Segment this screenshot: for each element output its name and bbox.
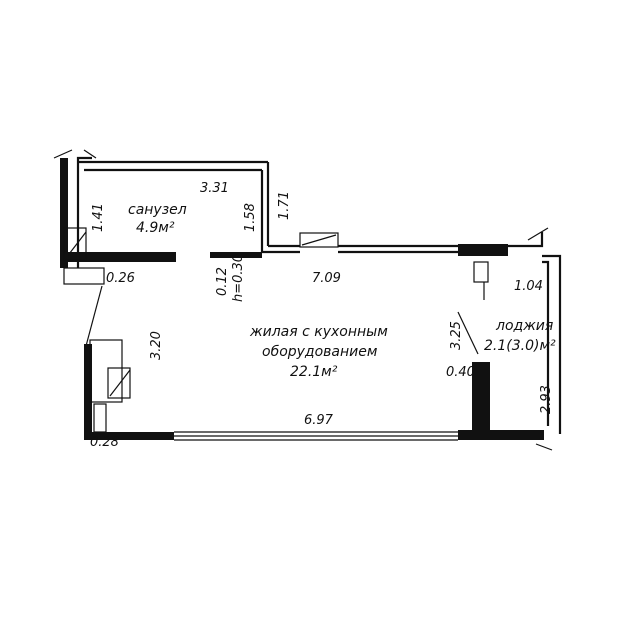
dim-1-58: 1.58: [243, 203, 258, 232]
dim-7-09: 7.09: [312, 271, 341, 286]
wall-left-upper-outer: [60, 158, 68, 268]
bathroom-name: санузел: [128, 202, 187, 218]
wall-bathroom-right: [260, 162, 270, 252]
dim-1-71: 1.71: [277, 191, 292, 220]
partition-stub: [210, 252, 262, 258]
living-name-line2: оборудованием: [262, 344, 378, 360]
wall-top-right-tick: [527, 227, 549, 241]
ventilation-shaft: [93, 403, 107, 433]
wall-left-upper: [76, 156, 92, 268]
room-labels: санузел 4.9м² жилая с кухонным оборудова…: [128, 202, 556, 380]
dim-3-25: 3.25: [449, 321, 464, 350]
wall-top-bathroom: [78, 160, 268, 172]
bath-fixture: [63, 227, 87, 261]
dim-0-40: 0.40: [446, 365, 475, 380]
wall-bottom-left-block: [84, 432, 174, 440]
bath-fixture-diag: [65, 231, 87, 259]
ventilation-diag: [109, 369, 131, 397]
dim-3-20: 3.20: [149, 331, 164, 360]
window-top-diag: [301, 234, 337, 246]
living-area: 22.1м²: [290, 364, 338, 380]
window-bottom: [174, 431, 458, 441]
living-name-line1: жилая с кухонным: [249, 324, 388, 340]
dim-1-04: 1.04: [514, 279, 543, 294]
dim-3-31: 3.31: [200, 181, 229, 196]
dim-0-12: 0.12: [215, 267, 230, 296]
wall-bottom-right-block: [458, 430, 544, 440]
loggia-name: лоджия: [495, 318, 553, 334]
loggia-door-frame: [473, 261, 489, 283]
wall-left-lower-top: [63, 267, 105, 285]
walls: [53, 149, 562, 451]
loggia-wall-right: [542, 254, 562, 434]
window-top: [299, 232, 339, 248]
bathroom-area: 4.9м²: [136, 220, 175, 236]
dimension-labels: 3.31 1.41 1.58 1.71 0.26 0.12 h=0.30 7.0…: [90, 181, 554, 450]
wall-top-right: [508, 232, 544, 248]
wall-bottom-right-tick: [535, 443, 553, 451]
wall-left-lower: [84, 344, 92, 434]
ventilation-block: [89, 339, 123, 403]
dim-1-41: 1.41: [91, 203, 106, 232]
wall-corner-tick: [53, 149, 97, 159]
loggia-partition: [472, 362, 490, 434]
dim-2-93: 2.93: [539, 385, 554, 414]
dim-0-28: 0.28: [90, 435, 119, 450]
dim-0-26: 0.26: [106, 271, 135, 286]
wall-top-right-block: [458, 244, 508, 256]
loggia-area: 2.1(3.0)м²: [484, 338, 556, 354]
wall-top-living-2: [338, 244, 458, 254]
wall-left-door: [85, 285, 103, 347]
dim-6-97: 6.97: [304, 413, 334, 428]
partition-bathroom: [66, 252, 176, 262]
wall-top-living: [262, 244, 300, 254]
dim-h-0-30: h=0.30: [231, 254, 246, 302]
loggia-door-leaf: [457, 311, 479, 355]
ventilation-inner: [107, 367, 131, 399]
